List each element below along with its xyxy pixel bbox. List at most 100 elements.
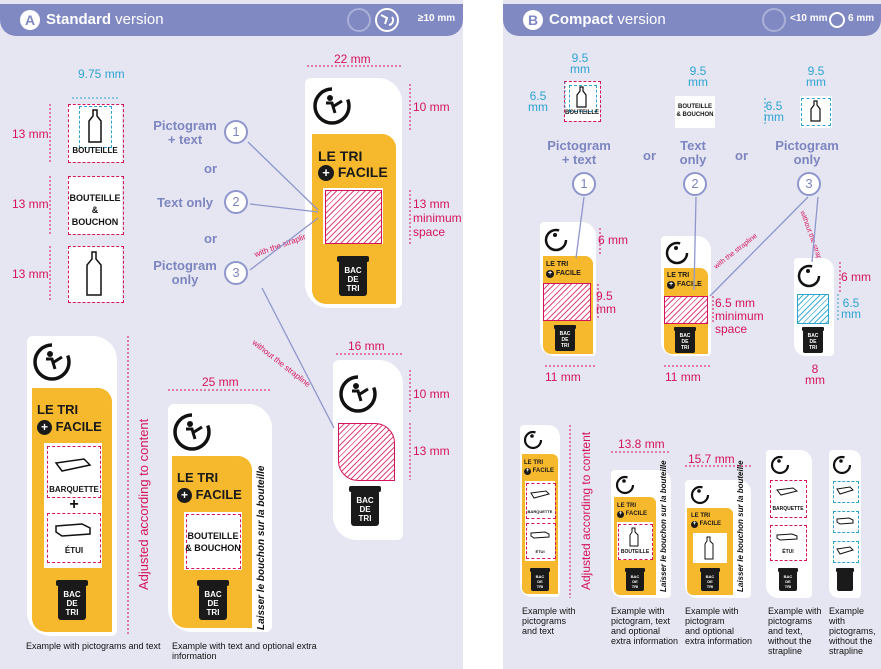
minimum-space-area: [325, 190, 382, 244]
triman-icon: [690, 485, 710, 505]
letri-text: LE TRI: [546, 261, 569, 268]
triman-icon: [665, 241, 689, 265]
triman-icon: [173, 413, 211, 451]
measure-top: 10 mm: [413, 100, 450, 114]
measure-h2: 13 mm: [12, 197, 49, 211]
measure-width: 11 mm: [545, 370, 581, 384]
panel-letter: A: [20, 10, 40, 30]
measure-top: 6 mm: [598, 233, 628, 247]
stack-box-1: [68, 104, 122, 162]
item-barquette: BARQUETTE: [772, 506, 804, 512]
without-strapline-note: without the strapline: [250, 338, 313, 389]
bin-icon: [625, 568, 645, 591]
measure-h1: 13 mm: [12, 127, 49, 141]
vertical-note: Laisser le bouchon sur la bouteille: [256, 465, 267, 630]
measure-width: 9.75 mm: [78, 67, 125, 81]
triman-faded-icon: [347, 8, 399, 32]
item-etui: ÉTUI: [782, 549, 794, 555]
label-bouteille-bouchon: BOUTEILLE& BOUCHON: [69, 193, 121, 227]
bottle-icon: [629, 527, 639, 547]
measure-width: 13.8 mm: [618, 437, 665, 451]
bin-icon: [56, 580, 88, 620]
bottle-icon: [86, 251, 102, 296]
size-rule: <10 mm: [790, 13, 828, 24]
label-bouteille: BOUTEILLE: [72, 146, 118, 155]
bottle-icon: [810, 100, 821, 122]
bin-icon: [197, 580, 229, 620]
bin-icon: [349, 486, 381, 526]
minimum-space-area: [338, 423, 395, 481]
tray-icon: [54, 458, 92, 472]
facile-text: + FACILE: [524, 468, 555, 475]
size-rule-2: 6 mm: [848, 13, 875, 24]
letri-text: LE TRI: [524, 460, 543, 466]
letri-text: LE TRI: [318, 148, 363, 164]
tray-icon: [836, 546, 854, 555]
adjusted-label: Adjusted according to content: [579, 431, 593, 590]
box-icon: [776, 533, 798, 541]
bottle-icon: [576, 86, 587, 108]
facile-text: + FACILE: [177, 487, 242, 503]
with-strapline-note: with the strapline: [253, 230, 313, 259]
triman-small-icon: [829, 12, 845, 28]
triman-icon: [339, 375, 377, 413]
label-bouteille-bouchon: BOUTEILLE& BOUCHON: [185, 531, 241, 553]
facile-text: + FACILE: [617, 511, 648, 518]
measure-top: 10 mm: [413, 387, 450, 401]
or-label: or: [735, 148, 748, 163]
bin-icon: [802, 327, 824, 353]
stack-box-2: [68, 176, 122, 234]
space-area: [543, 283, 591, 321]
vertical-note: Laisser le bouchon sur la bouteille: [736, 460, 745, 592]
facile-text: + FACILE: [546, 270, 581, 278]
panel-title: Compact version: [549, 11, 666, 28]
tray-icon: [836, 486, 854, 495]
panel-header: B Compact version <10 mm 6 mm: [503, 4, 881, 36]
panel-title: Standard version: [46, 11, 164, 28]
measure-width: 22 mm: [334, 52, 371, 66]
panel-letter: B: [523, 10, 543, 30]
bottle-icon: [88, 109, 102, 143]
panel-header: A Standard version ≥10 mm: [0, 4, 463, 36]
facile-text: + FACILE: [318, 164, 388, 181]
choice-1-label: Pictogram+ text: [153, 118, 217, 147]
triman-icon: [523, 430, 543, 450]
bin-icon: [836, 568, 854, 591]
or-label: or: [204, 161, 217, 176]
triman-icon: [797, 264, 821, 288]
measure-width: 11 mm: [665, 370, 701, 384]
space-area: [797, 294, 829, 324]
plus-sign: +: [69, 496, 79, 513]
panel-standard: A Standard version ≥10 mm 9.75 mm BOUTEI…: [0, 0, 463, 669]
item-barquette: BARQUETTE: [49, 485, 99, 494]
item-etui: ÉTUI: [64, 546, 84, 555]
choice-1-number: 1: [572, 172, 596, 196]
with-strapline-note: with the strapline: [713, 232, 759, 271]
triman-icon: [615, 475, 635, 495]
choice-2-number: 2: [683, 172, 707, 196]
triman-icon: [544, 228, 568, 252]
triman-icon: [313, 87, 351, 125]
choice-3-number: 3: [224, 261, 248, 285]
measure-width: 15.7 mm: [688, 452, 735, 466]
vertical-note: Laisser le bouchon sur la bouteille: [659, 460, 668, 592]
letri-text: LE TRI: [37, 402, 79, 417]
